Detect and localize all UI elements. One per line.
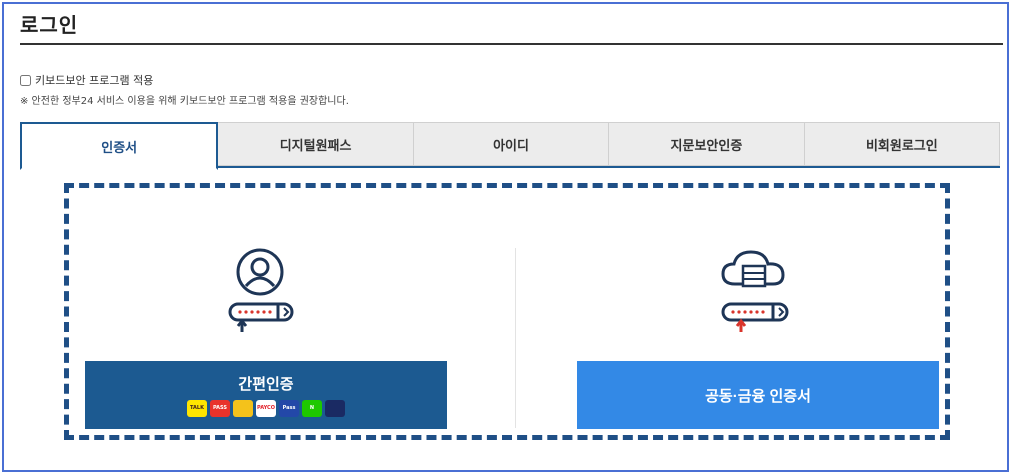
payco-icon: PAYCO (256, 400, 276, 417)
keyboard-security-option[interactable]: 키보드보안 프로그램 적용 (20, 72, 153, 88)
tab-certificate[interactable]: 인증서 (20, 122, 219, 170)
tab-fingerprint[interactable]: 지문보안인증 (609, 122, 805, 166)
title-divider (20, 43, 1003, 45)
joint-financial-certificate-button[interactable]: 공동·금융 인증서 (577, 361, 939, 429)
pass-icon: PASS (210, 400, 230, 417)
login-method-tabs: 인증서 디지털원패스 아이디 지문보안인증 비회원로그인 (20, 122, 1001, 170)
keyboard-security-label: 키보드보안 프로그램 적용 (35, 74, 154, 87)
keyboard-security-notice: ※ 안전한 정부24 서비스 이용을 위해 키보드보안 프로그램 적용을 권장합… (20, 96, 349, 107)
kakao-icon: TALK (187, 400, 207, 417)
naver-icon: N (302, 400, 322, 417)
simple-auth-label: 간편인증 (238, 376, 294, 393)
cloud-certificate-icon (721, 250, 789, 332)
tab-guest-login[interactable]: 비회원로그인 (804, 122, 1001, 166)
user-auth-icon (228, 248, 294, 332)
panel-divider (515, 248, 516, 428)
samsung-pass-icon (233, 400, 253, 417)
provider-icon-row: TALK PASS PAYCO Pass N (187, 400, 345, 417)
tab-digital-onepass[interactable]: 디지털원패스 (218, 122, 414, 166)
page-title: 로그인 (20, 13, 79, 37)
shinhan-icon (325, 400, 345, 417)
kb-pass-icon: Pass (279, 400, 299, 417)
keyboard-security-checkbox[interactable] (20, 74, 31, 86)
tab-id[interactable]: 아이디 (413, 122, 610, 166)
simple-auth-button[interactable]: 간편인증 TALK PASS PAYCO Pass N (85, 361, 447, 429)
certificate-panel: 간편인증 TALK PASS PAYCO Pass N 공동·금융 인증서 (64, 183, 950, 440)
